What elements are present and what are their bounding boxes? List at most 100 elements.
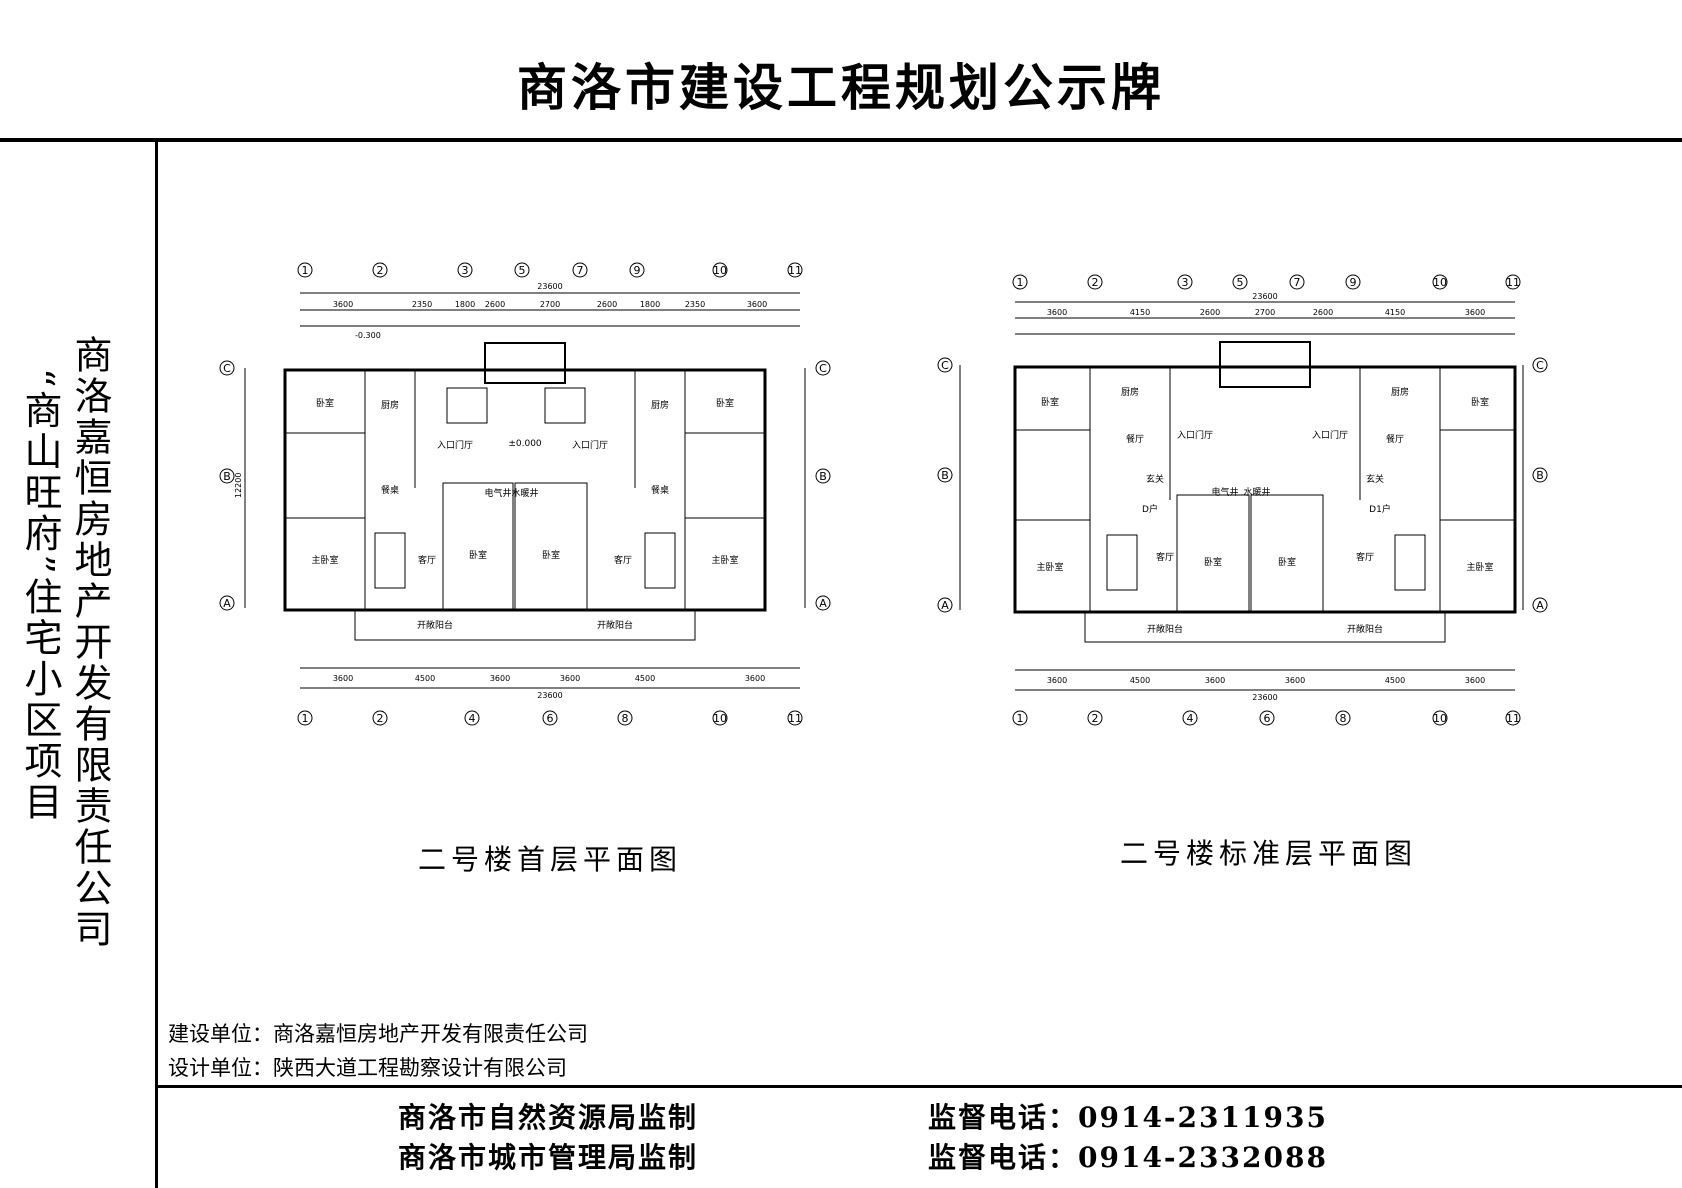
svg-text:3600: 3600 (745, 674, 765, 683)
svg-text:8: 8 (1340, 712, 1347, 725)
svg-text:8: 8 (622, 712, 629, 725)
dim-total-top: 23600 (537, 282, 562, 291)
svg-text:2700: 2700 (540, 300, 560, 309)
svg-text:厨房: 厨房 (1121, 386, 1139, 398)
svg-text:4500: 4500 (1385, 676, 1405, 685)
svg-text:开敞阳台: 开敞阳台 (1347, 623, 1383, 635)
side-dims-right: C B A (804, 360, 831, 611)
svg-text:±0.000: ±0.000 (508, 439, 542, 449)
svg-text:9: 9 (1350, 276, 1357, 289)
phone-2: 监督电话：0914-2332088 (928, 1141, 1328, 1174)
svg-text:3600: 3600 (1047, 308, 1067, 317)
svg-text:4500: 4500 (415, 674, 435, 683)
svg-text:B: B (941, 469, 949, 482)
svg-text:玄关: 玄关 (1146, 473, 1164, 485)
build-unit-label: 建设单位： (168, 1022, 273, 1046)
svg-text:卧室: 卧室 (469, 549, 487, 561)
svg-text:5: 5 (1237, 276, 1244, 289)
svg-text:2600: 2600 (1313, 308, 1333, 317)
axis-2: 2 (377, 264, 384, 277)
svg-text:4500: 4500 (635, 674, 655, 683)
svg-text:3600: 3600 (490, 674, 510, 683)
supervisor-2: 商洛市城市管理局监制 (398, 1141, 699, 1174)
svg-text:3600: 3600 (1047, 676, 1067, 685)
svg-text:3600: 3600 (560, 674, 580, 683)
svg-text:7: 7 (1294, 276, 1301, 289)
svg-text:餐厅: 餐厅 (1386, 433, 1404, 445)
svg-text:2350: 2350 (685, 300, 705, 309)
svg-text:电气井: 电气井 (1211, 486, 1238, 498)
svg-text:4500: 4500 (1130, 676, 1150, 685)
svg-text:1800: 1800 (455, 300, 475, 309)
svg-text:D1户: D1户 (1369, 503, 1391, 515)
svg-text:卧室: 卧室 (1204, 556, 1222, 568)
svg-text:4: 4 (469, 712, 476, 725)
design-unit-label: 设计单位： (168, 1056, 273, 1080)
svg-text:玄关: 玄关 (1366, 473, 1384, 485)
svg-text:客厅: 客厅 (614, 554, 632, 566)
build-unit-value: 商洛嘉恒房地产开发有限责任公司 (273, 1022, 588, 1046)
svg-text:客厅: 客厅 (418, 554, 436, 566)
svg-text:1800: 1800 (640, 300, 660, 309)
axis-bottom-row: 1 2 4 6 8 10 11 (297, 710, 803, 726)
svg-text:4150: 4150 (1130, 308, 1150, 317)
axis-top-row: 1 2 3 5 7 9 10 11 (297, 262, 803, 278)
svg-text:1: 1 (302, 712, 309, 725)
svg-text:客厅: 客厅 (1156, 551, 1174, 563)
svg-text:23600: 23600 (1252, 292, 1277, 301)
svg-text:卧室: 卧室 (1041, 396, 1059, 408)
svg-text:3600: 3600 (1465, 676, 1485, 685)
side-dims-left: C B A 12200 (219, 360, 246, 611)
svg-text:水暖井: 水暖井 (511, 487, 538, 499)
axis-1: 1 (302, 264, 309, 277)
axis-11: 11 (788, 264, 802, 277)
svg-text:A: A (819, 597, 827, 610)
ground-floor-caption: 二号楼首层平面图 (418, 843, 683, 876)
svg-text:开敞阳台: 开敞阳台 (417, 619, 453, 631)
svg-text:4: 4 (1187, 712, 1194, 725)
svg-text:11: 11 (1506, 712, 1520, 725)
svg-text:C: C (1536, 359, 1544, 372)
svg-text:11: 11 (788, 712, 802, 725)
svg-text:卧室: 卧室 (716, 397, 734, 409)
svg-text:厨房: 厨房 (1391, 386, 1409, 398)
svg-text:水暖井: 水暖井 (1243, 486, 1270, 498)
svg-text:开敞阳台: 开敞阳台 (597, 619, 633, 631)
elev-minus: -0.300 (355, 331, 381, 340)
axis-7: 7 (577, 264, 584, 277)
design-unit: 设计单位：陕西大道工程勘察设计有限公司 (168, 1052, 567, 1082)
svg-text:3: 3 (1182, 276, 1189, 289)
svg-text:客厅: 客厅 (1356, 551, 1374, 563)
axis-3: 3 (462, 264, 469, 277)
axis-top-row: 1 2 3 5 7 9 10 11 (1012, 274, 1521, 290)
svg-text:开敞阳台: 开敞阳台 (1147, 623, 1183, 635)
svg-text:10: 10 (713, 712, 727, 725)
svg-text:10: 10 (1433, 712, 1447, 725)
svg-text:入口门厅: 入口门厅 (1177, 429, 1213, 441)
svg-text:主卧室: 主卧室 (1466, 561, 1493, 573)
footer-divider (155, 1085, 1682, 1088)
axis-5: 5 (519, 264, 526, 277)
svg-text:11: 11 (1506, 276, 1520, 289)
svg-text:3600: 3600 (1465, 308, 1485, 317)
standard-floor-plan: 1 2 3 5 7 9 10 11 23600 3600 4150 2600 2… (937, 274, 1548, 726)
svg-text:餐桌: 餐桌 (651, 484, 669, 496)
svg-text:1: 1 (1017, 276, 1024, 289)
side-divider (155, 140, 158, 1188)
axis-10: 10 (713, 264, 727, 277)
svg-text:卧室: 卧室 (1278, 556, 1296, 568)
svg-text:主卧室: 主卧室 (1036, 561, 1063, 573)
standard-floor-caption: 二号楼标准层平面图 (1120, 837, 1418, 870)
svg-text:主卧室: 主卧室 (711, 554, 738, 566)
svg-text:2600: 2600 (485, 300, 505, 309)
svg-text:主卧室: 主卧室 (311, 554, 338, 566)
svg-text:电气井: 电气井 (484, 487, 511, 499)
design-unit-value: 陕西大道工程勘察设计有限公司 (273, 1056, 567, 1080)
axis-9: 9 (634, 264, 641, 277)
title-divider (0, 138, 1682, 142)
svg-text:入口门厅: 入口门厅 (437, 439, 473, 451)
svg-text:2700: 2700 (1255, 308, 1275, 317)
svg-text:2600: 2600 (1200, 308, 1220, 317)
svg-text:餐桌: 餐桌 (381, 484, 399, 496)
svg-text:3600: 3600 (1285, 676, 1305, 685)
